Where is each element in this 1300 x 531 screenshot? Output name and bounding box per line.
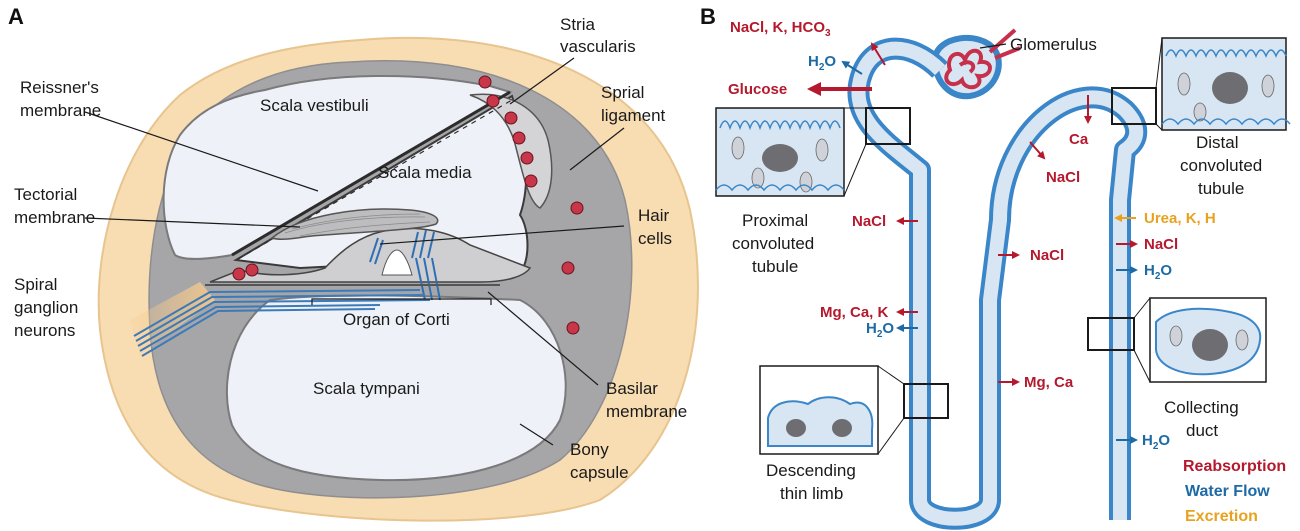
label-basilar-2: membrane	[606, 402, 687, 421]
label-cd-1: Collecting	[1164, 398, 1239, 417]
tectorial-membrane-lines	[284, 213, 431, 237]
label-desc-2: thin limb	[780, 484, 843, 503]
label-tectorial-2: membrane	[14, 208, 95, 227]
panel-a-leader-lines	[84, 57, 625, 446]
cell-box-collecting	[1087, 297, 1267, 383]
label-pct-1: Proximal	[742, 211, 808, 230]
label-scala-vestibuli: Scala vestibuli	[260, 96, 369, 115]
flow-mg-ca: Mg, Ca	[1024, 374, 1074, 391]
label-reissners-2: membrane	[20, 101, 101, 120]
panel-a-letter: A	[8, 4, 24, 29]
nerve-glow	[130, 282, 215, 355]
tectorial-membrane-shape	[270, 208, 439, 240]
legend-reabsorption: Reabsorption	[1183, 458, 1286, 475]
label-stria-2: vascularis	[560, 37, 636, 56]
flow-arrows	[807, 42, 1138, 444]
flow-nacl-4: NaCl	[1144, 236, 1178, 253]
flow-h2o-2: H2O	[866, 320, 894, 340]
tunnel-of-corti-shape	[381, 249, 413, 276]
flow-h2o-1: H2O	[808, 53, 836, 73]
flow-urea-k-h: Urea, K, H	[1144, 210, 1216, 227]
hair-cells-shape	[369, 229, 441, 301]
label-stria-1: Stria	[560, 15, 596, 34]
label-scala-media: Scala media	[378, 163, 472, 182]
bowmans-capsule-shape	[931, 34, 1002, 100]
panel-b-letter: B	[700, 4, 716, 29]
scala-vestibuli-shape	[162, 74, 513, 260]
label-sprial-2: ligament	[601, 106, 666, 125]
cell-box-distal	[1111, 37, 1291, 131]
label-spiral-2: ganglion	[14, 298, 78, 317]
organ-of-corti-bracket	[311, 298, 492, 305]
legend-water-flow: Water Flow	[1185, 483, 1270, 500]
flow-mg-ca-k: Mg, Ca, K	[820, 304, 889, 321]
label-bony-1: Bony	[570, 440, 609, 459]
label-desc-1: Descending	[766, 461, 856, 480]
reissners-membrane-shape	[231, 90, 511, 257]
label-pct-2: convoluted	[732, 234, 814, 253]
flow-glucose: Glucose	[728, 81, 787, 98]
label-pct-3: tubule	[752, 257, 798, 276]
label-sprial-1: Sprial	[601, 83, 644, 102]
label-dct-2: convoluted	[1180, 156, 1262, 175]
label-dct-3: tubule	[1198, 179, 1244, 198]
spiral-ganglion-neurons-shape	[133, 289, 431, 357]
label-dct-1: Distal	[1196, 133, 1239, 152]
panel-b: B	[700, 4, 1291, 530]
legend-excretion: Excretion	[1185, 508, 1258, 525]
flow-ca: Ca	[1069, 131, 1089, 148]
label-scala-tympani: Scala tympani	[313, 379, 420, 398]
label-organ-of-corti: Organ of Corti	[343, 310, 450, 329]
label-tectorial-1: Tectorial	[14, 185, 77, 204]
flow-h2o-4: H2O	[1142, 432, 1170, 452]
label-bony-2: capsule	[570, 463, 629, 482]
glomerulus-leader	[979, 43, 1007, 49]
flow-nacl-1: NaCl	[852, 213, 886, 230]
label-hair-1: Hair	[638, 206, 670, 225]
label-reissners-1: Reissner's	[20, 78, 99, 97]
flow-h2o-3: H2O	[1144, 262, 1172, 282]
flow-nacl-2: NaCl	[1030, 247, 1064, 264]
label-spiral-3: neurons	[14, 321, 75, 340]
label-glomerulus: Glomerulus	[1010, 35, 1097, 54]
glomerulus-shape	[944, 28, 1021, 90]
flow-nacl-3: NaCl	[1046, 169, 1080, 186]
scala-tympani-shape	[226, 294, 567, 482]
cell-box-proximal	[715, 107, 911, 197]
label-basilar-1: Basilar	[606, 379, 658, 398]
label-spiral-1: Spiral	[14, 275, 57, 294]
flow-nacl-k-hco3: NaCl, K, HCO3	[730, 19, 831, 39]
cell-box-descending	[759, 365, 949, 455]
vessel-dots	[232, 75, 584, 335]
panel-a: A	[8, 4, 699, 522]
legend: Reabsorption Water Flow Excretion	[1183, 458, 1286, 525]
label-hair-2: cells	[638, 229, 672, 248]
label-cd-2: duct	[1186, 421, 1218, 440]
